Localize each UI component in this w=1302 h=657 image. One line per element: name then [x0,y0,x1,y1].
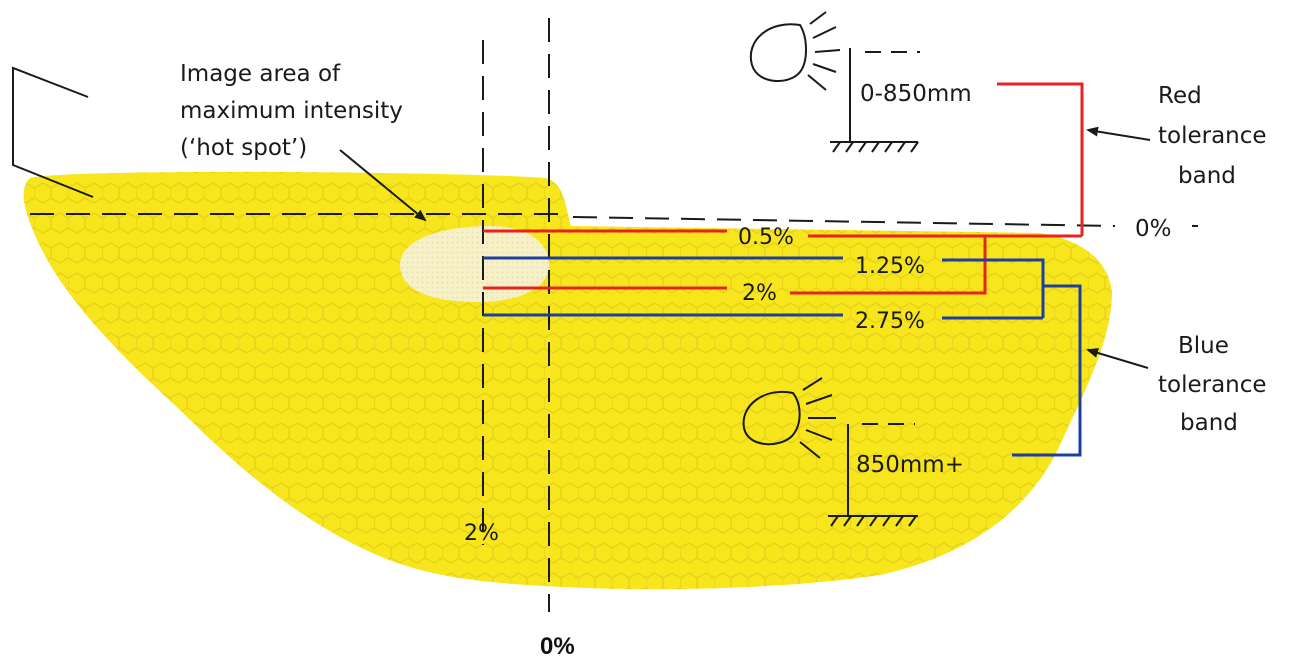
height-high-label: 850mm+ [856,452,964,478]
blue-band-arrow-icon [1086,348,1149,369]
headlamp-icon [749,11,841,91]
level-0-5-label: 0.5% [738,225,794,250]
blue-tolerance-lines [483,256,1082,457]
level-2-label: 2% [742,281,777,306]
ground-hatch-icon [828,515,918,527]
zero-horizontal-label: 0% [1135,216,1172,242]
height-low-label: 0-850mm [860,81,972,107]
beam-pattern [23,171,1113,590]
hot-spot-label-line-2: maximum intensity [180,98,403,124]
blue-band-label-line-1: Blue [1178,333,1229,359]
hot-spot-label-line-3: (‘hot spot’) [180,135,307,161]
hot-spot-label-line-1: Image area of [180,61,341,87]
bracket-line [12,66,94,198]
blue-band-label-line-2: tolerance [1158,372,1267,398]
horizontal-zero-line-right [572,216,1116,227]
level-2-75-label: 2.75% [855,309,925,334]
headlamp-icon [742,377,836,459]
vertical-zero-label: 0% [540,633,575,657]
red-band-label-line-3: band [1178,163,1236,189]
red-band-label-line-1: Red [1158,83,1202,109]
red-band-arrow-icon [1086,126,1151,141]
red-tolerance-lines [483,82,1084,295]
hot-spot-arrow-icon [339,149,427,222]
blue-band-label-line-3: band [1180,410,1238,436]
hot-spot [400,226,550,302]
level-1-25-label: 1.25% [855,254,925,279]
height-indicator-low [849,48,920,142]
red-band-label-line-2: tolerance [1158,123,1267,149]
height-indicator-high [847,423,915,516]
ground-hatch-icon [830,141,919,153]
vertical-2pct-label: 2% [464,521,499,546]
